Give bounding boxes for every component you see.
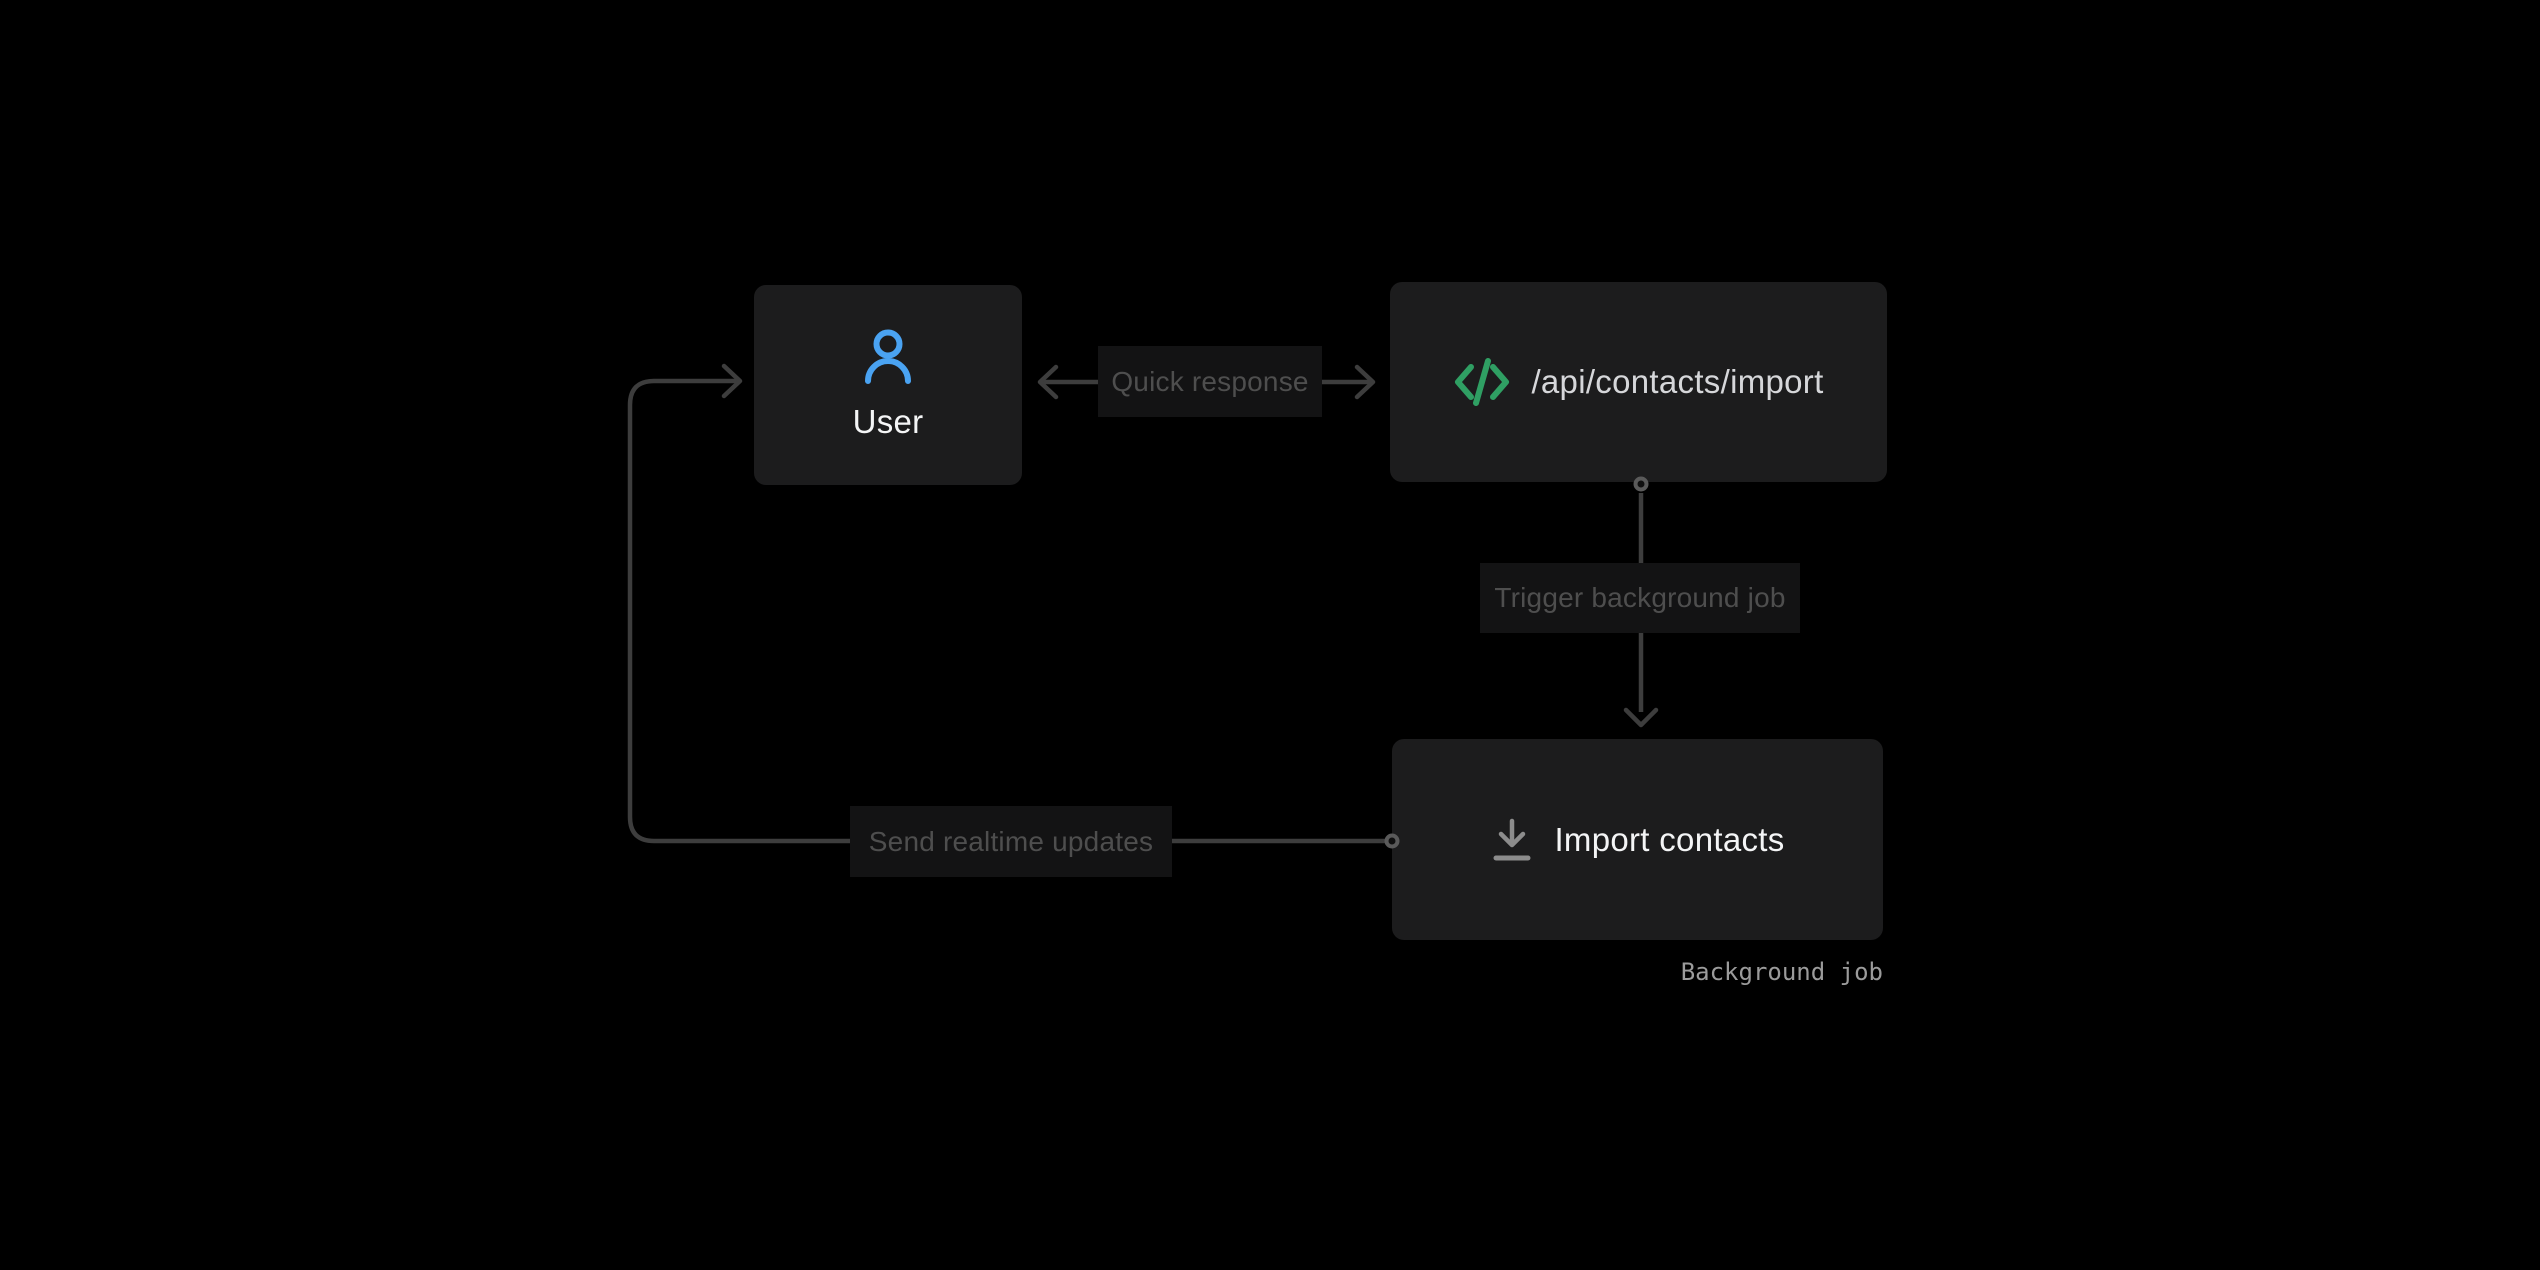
edge-label-send-realtime-updates: Send realtime updates [850, 806, 1172, 877]
edge-label-trigger-background-job: Trigger background job [1480, 563, 1800, 633]
edge-label-quick-response: Quick response [1098, 346, 1322, 417]
node-api-endpoint-label: /api/contacts/import [1531, 363, 1824, 400]
edge-label-send-realtime-updates-text: Send realtime updates [868, 825, 1154, 857]
edge-label-trigger-background-job-text: Trigger background job [1494, 582, 1786, 613]
edge-label-quick-response-text: Quick response [1111, 365, 1309, 397]
node-user-label: User [852, 403, 924, 440]
arrowhead-down-icon [1623, 707, 1659, 728]
download-icon [1493, 818, 1531, 860]
node-background-job-label: Import contacts [1554, 820, 1785, 858]
node-api-endpoint[interactable]: /api/contacts/import [1390, 282, 1887, 482]
arrowhead-right-icon [1354, 364, 1376, 400]
node-background-job[interactable]: Import contacts [1392, 739, 1883, 940]
arrowhead-into-user-icon [721, 363, 743, 399]
background-job-caption: Background job [1680, 958, 1883, 986]
code-icon [1455, 358, 1510, 406]
node-user[interactable]: User [754, 285, 1022, 485]
arrowhead-left-icon [1037, 364, 1059, 400]
user-icon [865, 329, 911, 384]
